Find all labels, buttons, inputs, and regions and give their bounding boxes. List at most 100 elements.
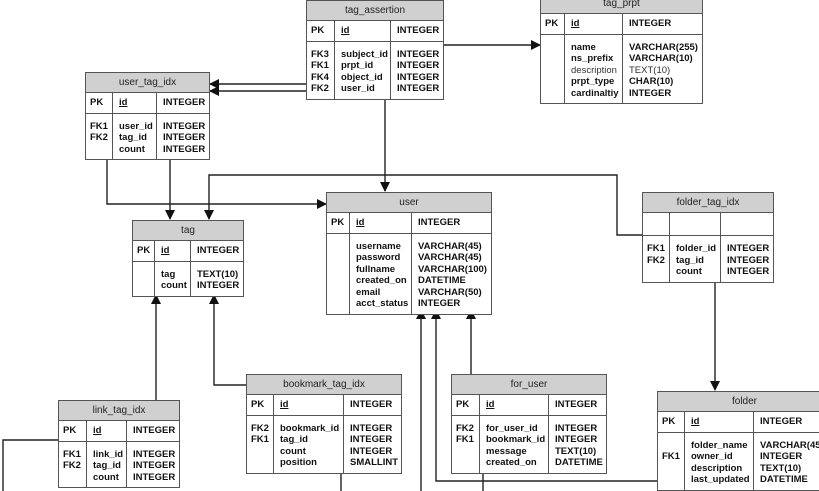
type-cell: VARCHAR(10) — [629, 53, 693, 64]
field-cell: count — [93, 471, 119, 483]
type-cell: INTEGER — [727, 243, 770, 254]
field-cell: folder_name — [691, 439, 748, 451]
pk-type: INTEGER — [133, 425, 176, 436]
key-cell: FK2 — [647, 254, 665, 266]
type-cell: TEXT(10) — [629, 64, 671, 76]
connector-link-tag-idx-left — [2, 439, 58, 491]
entity-title: tag_assertion — [307, 1, 443, 21]
field-cell: email — [356, 286, 381, 298]
type-cell: TEXT(10) — [197, 268, 239, 280]
key-cell: FK2 — [311, 83, 329, 94]
field-cell: tag — [161, 268, 176, 280]
key-cell — [662, 463, 680, 475]
pk-field: id — [356, 217, 365, 228]
field-cell: user_id — [341, 83, 375, 94]
type-cell: INTEGER — [397, 71, 440, 83]
key-cell — [662, 440, 680, 452]
pk-field: id — [161, 245, 170, 256]
field-cell: for_user_id — [486, 422, 538, 434]
pk-label: PK — [541, 14, 565, 34]
field-cell: prpt_type — [571, 76, 615, 87]
type-column: TEXT(10)INTEGER — [191, 262, 243, 296]
field-cell: fullname — [356, 263, 396, 275]
pk-label: PK — [133, 241, 155, 261]
pk-type: INTEGER — [397, 25, 440, 36]
pk-type: INTEGER — [629, 18, 672, 29]
entity-title: for_user — [452, 375, 606, 395]
pk-field: id — [486, 399, 495, 410]
key-cell: FK1 — [251, 434, 269, 445]
field-cell: last_updated — [691, 474, 750, 485]
pk-type: INTEGER — [350, 399, 393, 410]
type-cell: INTEGER — [760, 451, 803, 462]
type-cell: VARCHAR(255) — [629, 41, 698, 53]
type-cell: CHAR(10) — [629, 76, 674, 87]
field-cell: count — [119, 143, 145, 155]
field-cell: tag_id — [93, 460, 121, 471]
field-cell: acct_status — [356, 298, 409, 309]
field-cell: count — [676, 266, 702, 277]
type-cell: INTEGER — [350, 434, 393, 445]
type-cell: TEXT(10) — [555, 445, 597, 457]
type-cell: VARCHAR(45) — [418, 240, 482, 252]
field-cell: username — [356, 240, 401, 252]
key-cell: FK2 — [90, 132, 108, 143]
type-cell: INTEGER — [197, 280, 240, 291]
key-cell: FK1 — [647, 243, 665, 254]
key-column — [327, 233, 350, 314]
type-cell: INTEGER — [727, 266, 770, 277]
entity-title: bookmark_tag_idx — [247, 375, 401, 395]
key-column: FK1 — [658, 432, 685, 490]
type-cell: INTEGER — [133, 460, 176, 471]
type-cell: INTEGER — [163, 143, 206, 155]
entity-title: folder — [658, 392, 819, 412]
type-cell: DATETIME — [760, 474, 808, 485]
field-cell: message — [486, 445, 527, 457]
field-cell: prpt_id — [341, 60, 374, 71]
pk-field: id — [119, 97, 128, 108]
type-cell: INTEGER — [350, 445, 393, 457]
type-cell: VARCHAR(50) — [418, 286, 482, 298]
field-cell: user_id — [119, 120, 153, 132]
field-cell: name — [571, 41, 596, 53]
type-cell: VARCHAR(100) — [418, 263, 487, 275]
pk-label: PK — [452, 395, 480, 415]
pk-label: PK — [327, 213, 350, 233]
field-cell: owner_id — [691, 451, 733, 462]
field-cell: object_id — [341, 71, 383, 83]
type-cell: SMALLINT — [350, 457, 399, 468]
pk-label: PK — [86, 93, 113, 113]
field-cell: description — [571, 64, 617, 76]
entity-title: user_tag_idx — [86, 73, 209, 93]
field-cell: subject_id — [341, 48, 388, 60]
field-cell: created_on — [486, 457, 537, 468]
connector-folder-to-user — [431, 309, 657, 482]
pk-label: PK — [658, 412, 685, 432]
key-cell: FK1 — [456, 434, 474, 445]
field-cell: position — [280, 457, 317, 468]
pk-type: INTEGER — [555, 399, 598, 410]
field-cell: tag_id — [676, 254, 704, 266]
type-cell: INTEGER — [133, 448, 176, 460]
type-cell: DATETIME — [555, 457, 603, 468]
